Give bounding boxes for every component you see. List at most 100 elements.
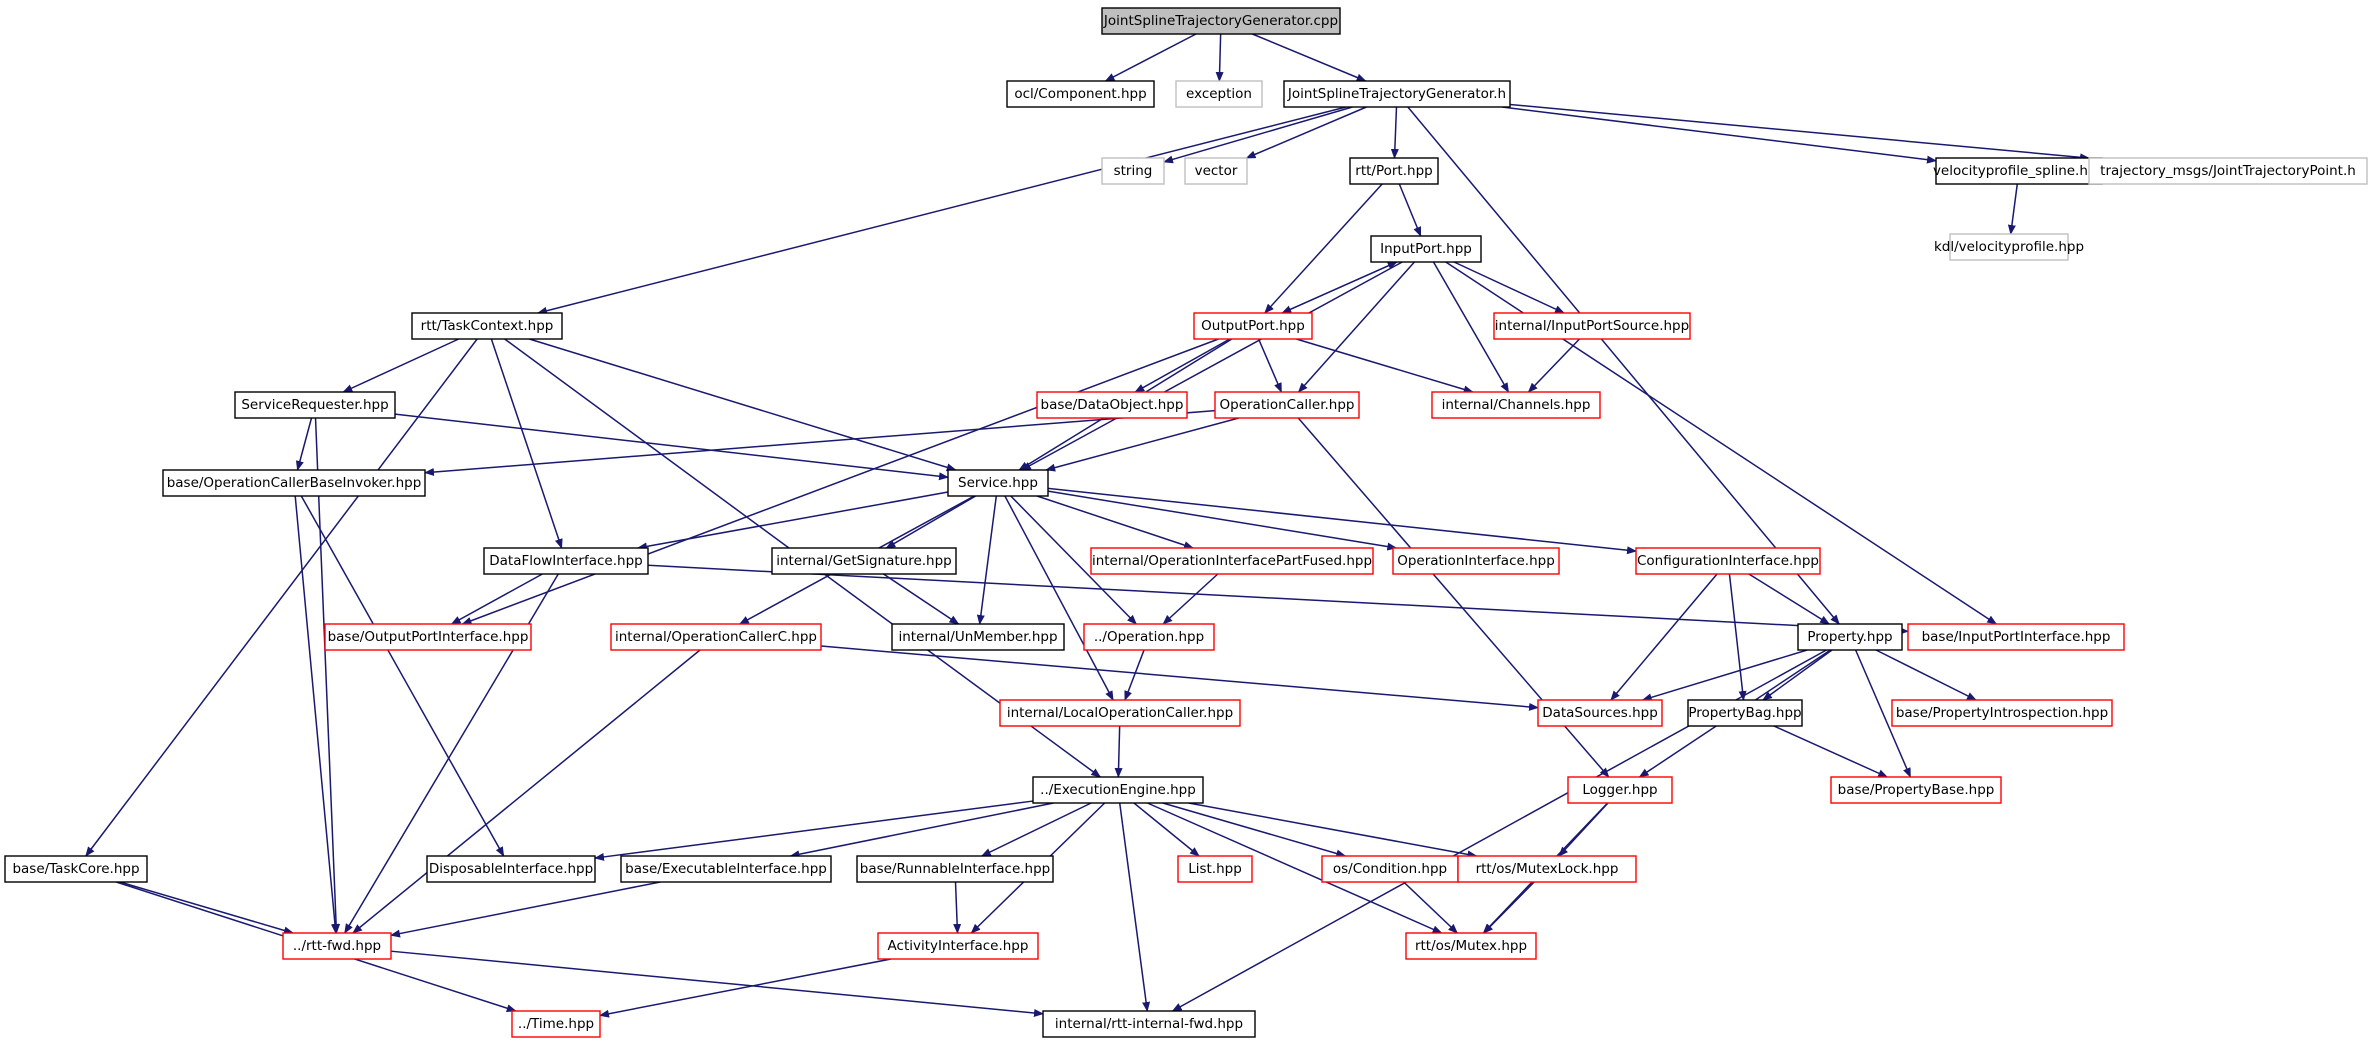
node-internal_unmember[interactable]: internal/UnMember.hpp xyxy=(891,623,1065,651)
node-base_opcallerbaseinvoker[interactable]: base/OperationCallerBaseInvoker.hpp xyxy=(162,469,426,497)
node-dataflowinterface[interactable]: DataFlowInterface.hpp xyxy=(483,547,649,575)
edge-jstg_h-to-vector xyxy=(1245,106,1367,159)
edge-root-to-ocl_component xyxy=(1104,33,1197,82)
node-servicerequester[interactable]: ServiceRequester.hpp xyxy=(234,391,396,419)
node-kdl_velocityprofile[interactable]: kdl/velocityprofile.hpp xyxy=(1934,233,2084,261)
node-internal_channels[interactable]: internal/Channels.hpp xyxy=(1431,391,1601,419)
node-label-executionengine: ../ExecutionEngine.hpp xyxy=(1040,782,1196,798)
node-label-property: Property.hpp xyxy=(1807,629,1892,645)
edge-servicerequester-to-service xyxy=(394,413,949,481)
node-disposableinterface[interactable]: DisposableInterface.hpp xyxy=(426,855,596,883)
edge-inputport-to-internal_channels xyxy=(1432,261,1510,393)
node-base_outputportinterface[interactable]: base/OutputPortInterface.hpp xyxy=(324,623,532,651)
node-label-internal_rttinternalfwd: internal/rtt-internal-fwd.hpp xyxy=(1055,1016,1243,1032)
node-ocl_component[interactable]: ocl/Component.hpp xyxy=(1006,80,1155,108)
edge-service-to-internal_opinterfacepartfused xyxy=(1036,495,1194,549)
node-box-service xyxy=(947,469,1049,497)
node-label-internal_channels: internal/Channels.hpp xyxy=(1442,397,1591,413)
edge-outputport-to-internal_channels xyxy=(1296,338,1474,394)
node-box-internal_inputportsource xyxy=(1493,312,1691,340)
node-box-servicerequester xyxy=(234,391,396,419)
edge-jstg_h-to-velocityprofile_spline xyxy=(1501,106,1937,164)
edge-service-to-operationinterface xyxy=(1047,490,1398,551)
node-dotdot_operation[interactable]: ../Operation.hpp xyxy=(1083,623,1215,651)
node-executionengine[interactable]: ../ExecutionEngine.hpp xyxy=(1032,776,1204,804)
node-rtt_taskcontext[interactable]: rtt/TaskContext.hpp xyxy=(411,312,563,340)
node-activityinterface[interactable]: ActivityInterface.hpp xyxy=(877,932,1039,960)
edge-propertybag-to-base_propertybase xyxy=(1773,725,1889,778)
node-rtt_os_mutex[interactable]: rtt/os/Mutex.hpp xyxy=(1405,932,1537,960)
node-label-root: JointSplineTrajectoryGenerator.cpp xyxy=(1103,13,1338,29)
node-operationinterface[interactable]: OperationInterface.hpp xyxy=(1392,547,1560,575)
edge-jstg_h-to-trajectory_msgs xyxy=(1509,103,2090,162)
node-datasources[interactable]: DataSources.hpp xyxy=(1537,699,1663,727)
edge-operationcaller-to-base_opcallerbaseinvoker xyxy=(424,409,1216,476)
node-label-base_propertybase: base/PropertyBase.hpp xyxy=(1838,782,1995,798)
node-trajectory_msgs[interactable]: trajectory_msgs/JointTrajectoryPoint.h xyxy=(2088,157,2368,185)
node-label-os_condition: os/Condition.hpp xyxy=(1333,861,1447,877)
node-box-vector xyxy=(1184,157,1248,185)
node-root[interactable]: JointSplineTrajectoryGenerator.cpp xyxy=(1101,7,1341,35)
edge-root-to-exception xyxy=(1215,33,1224,82)
node-os_condition[interactable]: os/Condition.hpp xyxy=(1321,855,1459,883)
node-dotdot_rttfwd[interactable]: ../rtt-fwd.hpp xyxy=(282,932,392,960)
node-operationcaller[interactable]: OperationCaller.hpp xyxy=(1214,391,1360,419)
node-box-internal_unmember xyxy=(891,623,1065,651)
node-label-rtt_taskcontext: rtt/TaskContext.hpp xyxy=(421,318,554,334)
node-configurationinterface[interactable]: ConfigurationInterface.hpp xyxy=(1635,547,1821,575)
node-label-operationcaller: OperationCaller.hpp xyxy=(1220,397,1355,413)
node-internal_rttinternalfwd[interactable]: internal/rtt-internal-fwd.hpp xyxy=(1042,1010,1256,1038)
node-logger[interactable]: Logger.hpp xyxy=(1567,776,1673,804)
node-label-internal_opinterfacepartfused: internal/OperationInterfacePartFused.hpp xyxy=(1092,553,1372,569)
node-internal_localopcaller[interactable]: internal/LocalOperationCaller.hpp xyxy=(999,699,1241,727)
edge-internal_inputportsource-to-internal_channels xyxy=(1527,338,1581,393)
node-outputport[interactable]: OutputPort.hpp xyxy=(1193,312,1313,340)
node-box-base_propertyintrospection xyxy=(1891,699,2113,727)
node-inputport[interactable]: InputPort.hpp xyxy=(1370,235,1482,263)
node-box-jstg_h xyxy=(1283,80,1511,108)
node-label-logger: Logger.hpp xyxy=(1582,782,1657,798)
node-base_runnableinterface[interactable]: base/RunnableInterface.hpp xyxy=(856,855,1054,883)
node-label-dotdot_operation: ../Operation.hpp xyxy=(1094,629,1204,645)
edge-executionengine-to-base_executableinterface xyxy=(789,802,1054,859)
node-jstg_h[interactable]: JointSplineTrajectoryGenerator.h xyxy=(1283,80,1511,108)
node-box-base_runnableinterface xyxy=(856,855,1054,883)
node-box-executionengine xyxy=(1032,776,1204,804)
node-label-exception: exception xyxy=(1186,86,1252,102)
node-exception[interactable]: exception xyxy=(1175,80,1263,108)
node-internal_operationcallerc[interactable]: internal/OperationCallerC.hpp xyxy=(610,623,822,651)
edge-rtt_taskcontext-to-base_taskcore xyxy=(85,338,478,857)
node-box-dotdot_operation xyxy=(1083,623,1215,651)
node-internal_opinterfacepartfused[interactable]: internal/OperationInterfacePartFused.hpp xyxy=(1090,547,1374,575)
node-base_dataobject[interactable]: base/DataObject.hpp xyxy=(1036,391,1188,419)
node-string[interactable]: string xyxy=(1101,157,1165,185)
node-service[interactable]: Service.hpp xyxy=(947,469,1049,497)
node-internal_inputportsource[interactable]: internal/InputPortSource.hpp xyxy=(1493,312,1691,340)
node-internal_getsignature[interactable]: internal/GetSignature.hpp xyxy=(771,547,957,575)
node-label-base_opcallerbaseinvoker: base/OperationCallerBaseInvoker.hpp xyxy=(167,475,422,491)
node-label-dataflowinterface: DataFlowInterface.hpp xyxy=(489,553,642,569)
node-box-rtt_os_mutex xyxy=(1405,932,1537,960)
node-base_propertyintrospection[interactable]: base/PropertyIntrospection.hpp xyxy=(1891,699,2113,727)
node-dotdot_time[interactable]: ../Time.hpp xyxy=(511,1010,601,1038)
node-label-base_taskcore: base/TaskCore.hpp xyxy=(12,861,139,877)
node-velocityprofile_spline[interactable]: velocityprofile_spline.hpp xyxy=(1933,157,2105,185)
node-propertybag[interactable]: PropertyBag.hpp xyxy=(1687,699,1803,727)
node-list[interactable]: List.hpp xyxy=(1177,855,1253,883)
node-rtt_os_mutexlock[interactable]: rtt/os/MutexLock.hpp xyxy=(1457,855,1637,883)
node-base_inputportinterface[interactable]: base/InputPortInterface.hpp xyxy=(1907,623,2125,651)
edge-executionengine-to-base_runnableinterface xyxy=(980,802,1092,857)
edge-jstg_h-to-property xyxy=(1407,106,1840,625)
node-base_executableinterface[interactable]: base/ExecutableInterface.hpp xyxy=(620,855,832,883)
node-label-trajectory_msgs: trajectory_msgs/JointTrajectoryPoint.h xyxy=(2100,163,2356,179)
node-vector[interactable]: vector xyxy=(1184,157,1248,185)
node-label-vector: vector xyxy=(1195,163,1238,179)
node-label-rtt_os_mutex: rtt/os/Mutex.hpp xyxy=(1415,938,1527,954)
node-label-dotdot_rttfwd: ../rtt-fwd.hpp xyxy=(293,938,381,954)
node-box-internal_operationcallerc xyxy=(610,623,822,651)
node-property[interactable]: Property.hpp xyxy=(1797,623,1903,651)
node-base_propertybase[interactable]: base/PropertyBase.hpp xyxy=(1830,776,2002,804)
edges-layer xyxy=(85,33,2090,1018)
node-rtt_port[interactable]: rtt/Port.hpp xyxy=(1349,157,1439,185)
node-base_taskcore[interactable]: base/TaskCore.hpp xyxy=(4,855,148,883)
